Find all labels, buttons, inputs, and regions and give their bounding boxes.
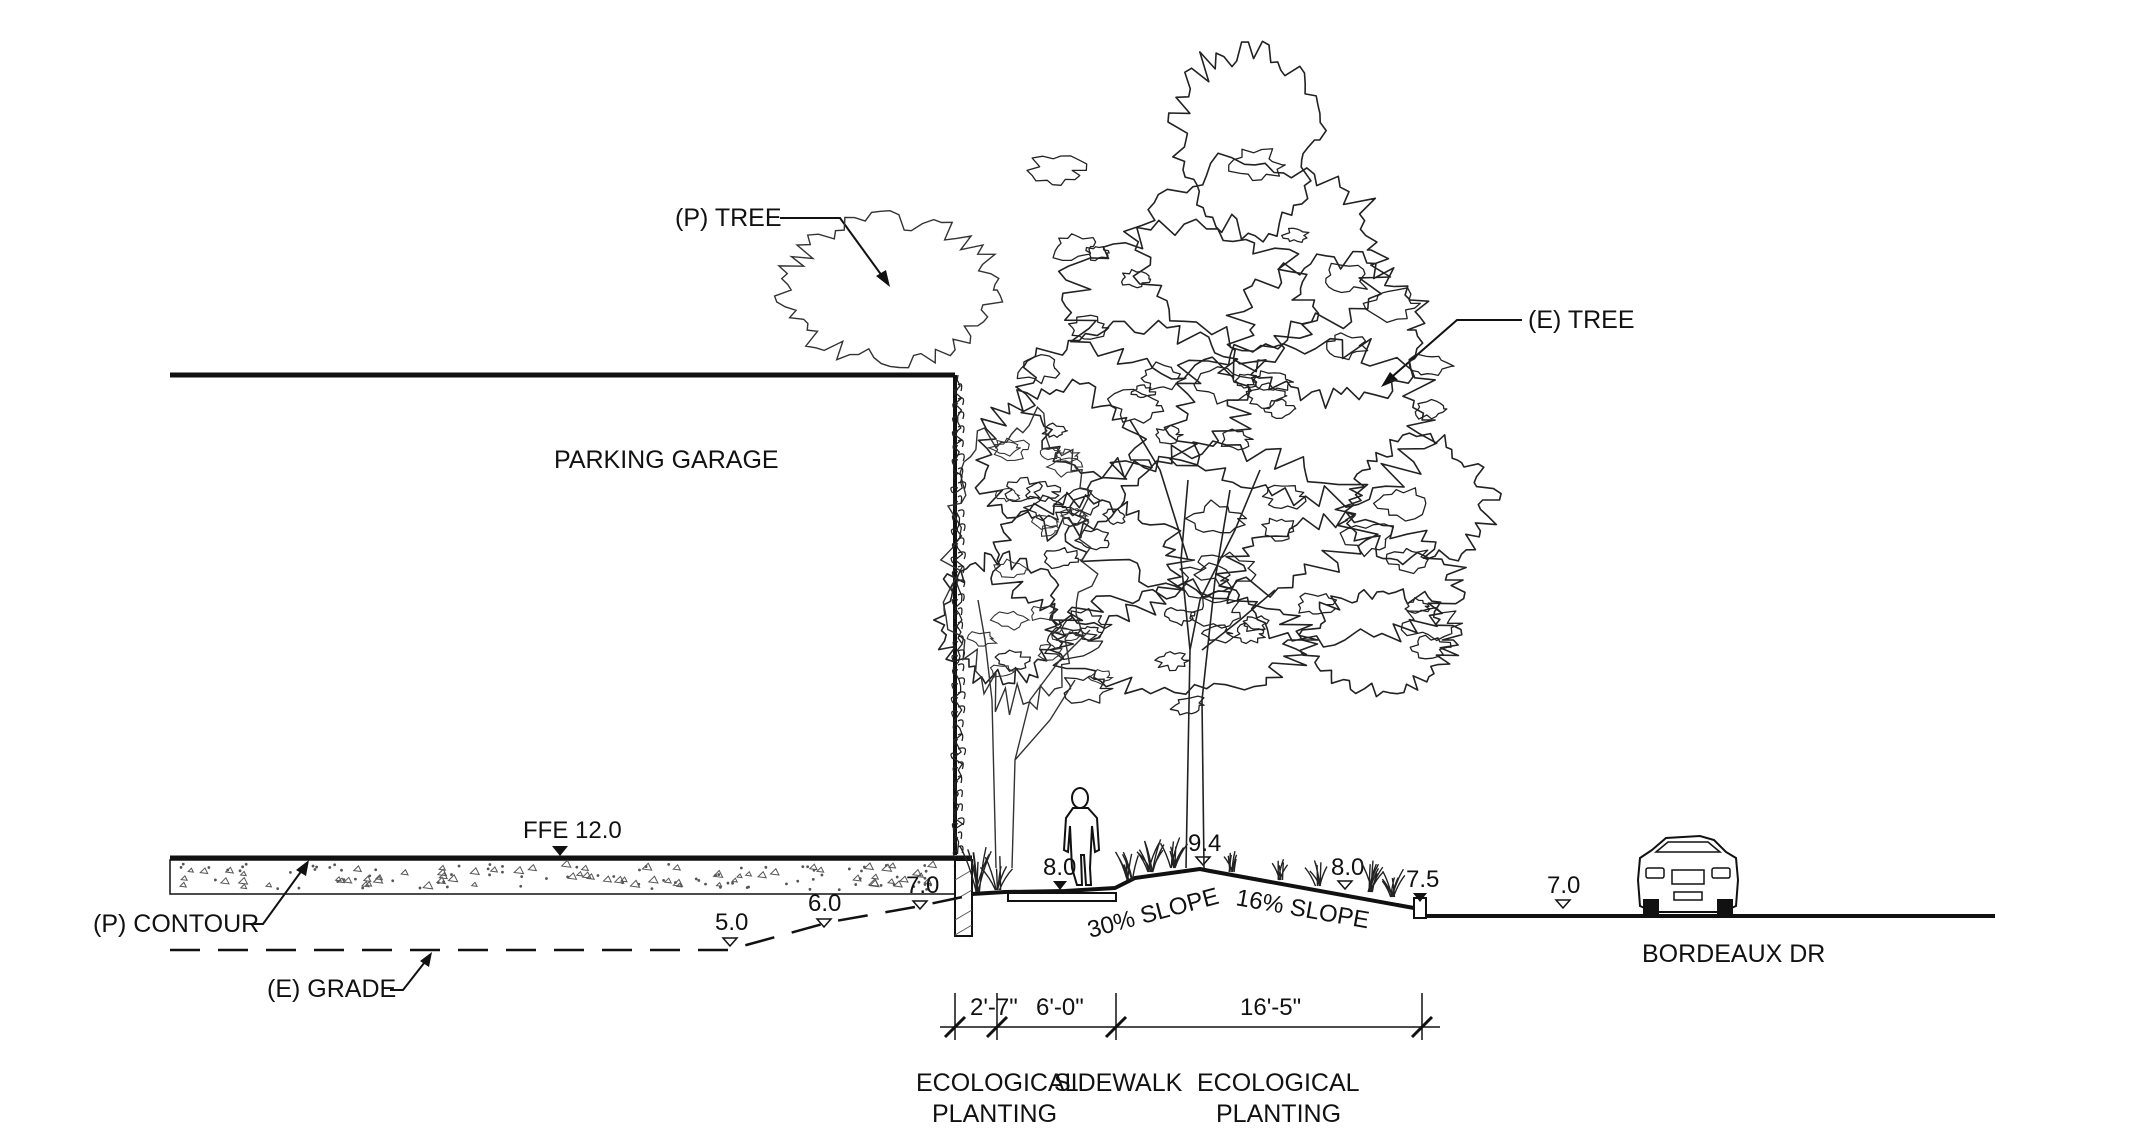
zone-ecological-planting-2-line2: PLANTING [1216, 1100, 1341, 1128]
spot-elevations: 5.0 6.0 7.0 8.0 9.4 8.0 7.5 7.0 [715, 830, 1580, 948]
existing-grade-callout: (E) GRADE [267, 952, 432, 1003]
spot-elevation-7-0-road: 7.0 [1547, 872, 1580, 910]
zone-ecological-planting-2-line1: ECOLOGICAL [1197, 1069, 1360, 1097]
dimension-2-7: 2'-7" [970, 994, 1018, 1021]
road-label: BORDEAUX DR [1642, 940, 1825, 968]
leader-line [250, 865, 306, 925]
existing-tree [933, 40, 1502, 869]
spot-elevation-9-4: 9.4 [1188, 830, 1221, 867]
zone-ecological-planting-1-line1: ECOLOGICAL [916, 1069, 1079, 1097]
elevation-value: 8.0 [1331, 854, 1364, 881]
existing-grade-line [170, 893, 973, 952]
elevation-value: 7.0 [906, 872, 939, 899]
spot-elevation-8-0-slope: 8.0 [1331, 854, 1364, 891]
slab-hatch [178, 859, 957, 892]
existing-tree-label: (E) TREE [1528, 306, 1635, 334]
proposed-tree [773, 209, 1114, 869]
leader-line [390, 957, 429, 991]
ffe-marker [552, 846, 568, 856]
elevation-value: 7.5 [1406, 866, 1439, 893]
slope-label-30: 30% SLOPE [1085, 883, 1222, 944]
leader-line [780, 217, 886, 281]
existing-grade-label: (E) GRADE [267, 975, 396, 1003]
elevation-value: 6.0 [808, 890, 841, 917]
existing-tree-callout: (E) TREE [1381, 306, 1635, 387]
existing-tree-canopy [933, 40, 1502, 698]
dimension-6-0: 6'-0" [1036, 994, 1084, 1021]
spot-elevation-7-0-left: 7.0 [906, 872, 939, 911]
spot-elevation-7-5: 7.5 [1406, 866, 1439, 902]
spot-elevation-5-0: 5.0 [715, 909, 748, 948]
zone-ecological-planting-1-line2: PLANTING [932, 1100, 1057, 1128]
sidewalk-slab [1007, 892, 1117, 902]
existing-tree-leaf-clusters [994, 148, 1464, 716]
spot-elevation-6-0: 6.0 [808, 890, 841, 929]
proposed-tree-label: (P) TREE [675, 204, 782, 232]
green-wall-vines [950, 374, 967, 858]
leader-arrow [1381, 372, 1398, 387]
floor-slab [169, 859, 973, 895]
elevation-value: 7.0 [1547, 872, 1580, 899]
existing-tree-trunk [1129, 419, 1276, 869]
proposed-tree-canopy [773, 209, 1099, 716]
proposed-tree-callout: (P) TREE [675, 204, 890, 287]
leader-arrow [296, 860, 309, 876]
zone-sidewalk: SIDEWALK [1054, 1069, 1183, 1097]
proposed-contour-callout: (P) CONTOUR [93, 860, 309, 938]
proposed-tree-leaf-clusters [966, 437, 1114, 686]
parking-garage: PARKING GARAGE FFE 12.0 [169, 372, 973, 937]
dimension-16-5: 16'-5" [1240, 994, 1301, 1021]
ffe-label: FFE 12.0 [523, 817, 622, 844]
car-front-view [1636, 834, 1740, 917]
ground-plantings [959, 837, 1406, 898]
slope-label-16: 16% SLOPE [1234, 884, 1371, 934]
proposed-tree-trunk [977, 599, 1091, 869]
elevation-value: 9.4 [1188, 830, 1221, 857]
proposed-contour-label: (P) CONTOUR [93, 910, 259, 938]
parking-garage-label: PARKING GARAGE [554, 446, 779, 474]
leader-line [1385, 319, 1522, 383]
dimension-string [940, 993, 1440, 1040]
leader-arrow [420, 952, 432, 967]
elevation-value: 5.0 [715, 909, 748, 936]
person-silhouette [1062, 787, 1101, 886]
leader-arrow [876, 270, 890, 287]
